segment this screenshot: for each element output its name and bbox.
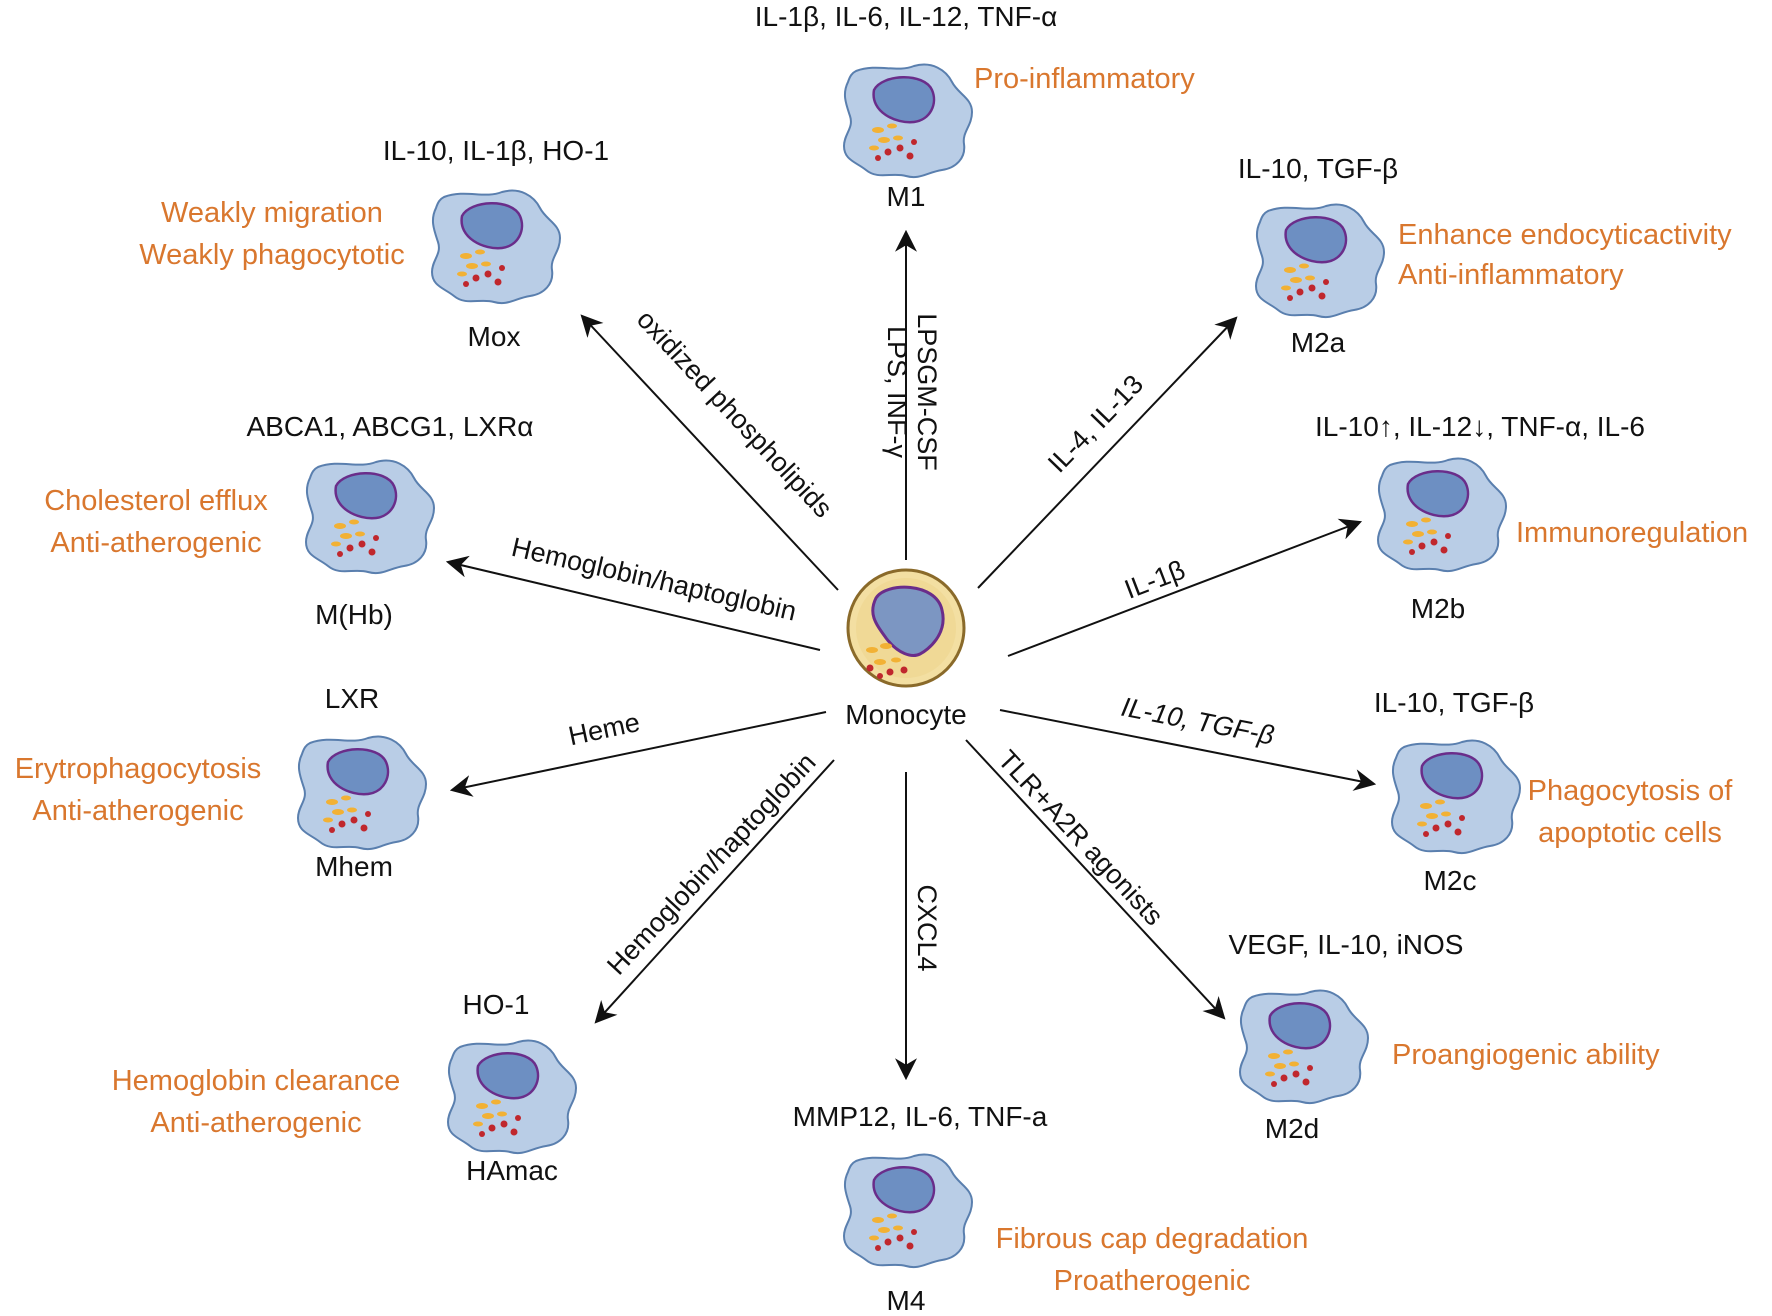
macrophage-m4: MMP12, IL-6, TNF-a Fibrous cap degradati… xyxy=(793,1101,1309,1316)
function-m2c-line1: Phagocytosis of xyxy=(1528,775,1734,807)
function-m2b-line1: Immunoregulation xyxy=(1516,517,1748,549)
monocyte-label: Monocyte xyxy=(845,699,966,730)
name-hamac: HAmac xyxy=(466,1155,558,1186)
function-m2a-line2: Anti-inflammatory xyxy=(1398,259,1624,291)
stimulus-mhb: Hemoglobin/haptoglobin xyxy=(509,532,800,627)
function-m2a-line1: Enhance endocyticactivity xyxy=(1398,219,1732,251)
markers-m2b: IL-10↑, IL-12↓, TNF-α, IL-6 xyxy=(1315,411,1645,442)
macrophage-mox: IL-10, IL-1β, HO-1 Weakly migration Weak… xyxy=(139,135,609,352)
name-m2d: M2d xyxy=(1265,1113,1319,1144)
markers-m1: IL-1β, IL-6, IL-12, TNF-α xyxy=(755,1,1058,32)
markers-mhem: LXR xyxy=(325,683,379,714)
function-hamac-line2: Anti-atherogenic xyxy=(150,1107,361,1139)
arrow-to-mhb xyxy=(445,555,821,651)
name-m2b: M2b xyxy=(1411,593,1465,624)
macrophage-m2c: IL-10, TGF-β Phagocytosis of apoptotic c… xyxy=(1374,687,1733,896)
cell-m2c xyxy=(1390,739,1522,855)
macrophage-mhem: LXR Erytrophagocytosis Anti-atherogenic … xyxy=(15,683,428,882)
arrow-to-m2d xyxy=(965,739,1226,1020)
function-m2d-line1: Proangiogenic ability xyxy=(1392,1039,1660,1071)
function-mhem-line1: Erytrophagocytosis xyxy=(15,753,262,785)
arrow-to-hamac xyxy=(594,759,835,1024)
stimulus-m4: CXCL4 xyxy=(912,884,942,971)
cell-hamac xyxy=(446,1039,578,1155)
stimulus-m2b: IL-1β xyxy=(1120,554,1189,604)
stimulus-m1-line2: LPS, INF-γ xyxy=(882,326,912,459)
markers-m2d: VEGF, IL-10, iNOS xyxy=(1229,929,1464,960)
function-mhem-line2: Anti-atherogenic xyxy=(32,795,243,827)
function-m4-line1: Fibrous cap degradation xyxy=(996,1223,1309,1255)
function-mhb-line1: Cholesterol efflux xyxy=(44,485,268,517)
name-m2a: M2a xyxy=(1291,327,1346,358)
arrow-to-mhem xyxy=(449,711,827,797)
cell-m1 xyxy=(842,63,974,179)
function-hamac-line1: Hemoglobin clearance xyxy=(112,1065,401,1097)
name-m4: M4 xyxy=(887,1285,926,1316)
stimulus-m2a: IL-4, IL-13 xyxy=(1042,369,1149,478)
cell-mhem xyxy=(296,735,428,851)
name-mox: Mox xyxy=(468,321,521,352)
stimulus-m2c: IL-10, TGF-β xyxy=(1119,692,1277,751)
arrow-to-m2a xyxy=(977,316,1238,589)
arrows xyxy=(445,229,1377,1081)
cell-m2d xyxy=(1238,989,1370,1105)
markers-m2c: IL-10, TGF-β xyxy=(1374,687,1534,718)
function-mox-line1: Weakly migration xyxy=(161,197,383,229)
name-mhb: M(Hb) xyxy=(315,599,393,630)
name-m1: M1 xyxy=(887,181,926,212)
arrow-to-mox xyxy=(580,314,839,591)
arrow-to-m2b xyxy=(1007,518,1363,657)
macrophage-m2b: IL-10↑, IL-12↓, TNF-α, IL-6 Immunoregula… xyxy=(1315,411,1748,624)
stimulus-hamac: Hemoglobin/haptoglobin xyxy=(601,747,822,980)
macrophage-m2d: VEGF, IL-10, iNOS Proangiogenic ability … xyxy=(1229,929,1661,1144)
markers-mhb: ABCA1, ABCG1, LXRα xyxy=(247,411,534,442)
function-m2c-line2: apoptotic cells xyxy=(1538,817,1722,849)
arrow-to-m2c xyxy=(999,709,1377,791)
stimulus-mhem: Heme xyxy=(566,707,643,751)
markers-m4: MMP12, IL-6, TNF-a xyxy=(793,1101,1048,1132)
macrophage-mhb: ABCA1, ABCG1, LXRα Cholesterol efflux An… xyxy=(44,411,533,630)
function-mhb-line2: Anti-atherogenic xyxy=(50,527,261,559)
stimulus-m1-line1: LPSGM-CSF xyxy=(912,313,942,471)
monocyte-cell xyxy=(846,568,966,688)
cell-m2b xyxy=(1376,457,1508,573)
macrophage-m1: IL-1β, IL-6, IL-12, TNF-α Pro-inflammato… xyxy=(755,1,1196,212)
macrophage-m2a: IL-10, TGF-β Enhance endocyticactivity A… xyxy=(1238,153,1732,358)
function-mox-line2: Weakly phagocytotic xyxy=(139,239,404,271)
macrophage-hamac: HO-1 Hemoglobin clearance Anti-atherogen… xyxy=(112,989,578,1186)
stimulus-m2d: TLR+A2R agonists xyxy=(992,744,1169,931)
cell-m4 xyxy=(842,1153,974,1269)
markers-hamac: HO-1 xyxy=(463,989,530,1020)
cell-m2a xyxy=(1254,203,1386,319)
cell-mox xyxy=(430,189,562,305)
function-m1-line1: Pro-inflammatory xyxy=(974,63,1195,95)
name-m2c: M2c xyxy=(1424,865,1477,896)
stimulus-mox: oxidized phospholipids xyxy=(631,304,838,523)
markers-mox: IL-10, IL-1β, HO-1 xyxy=(383,135,609,166)
name-mhem: Mhem xyxy=(315,851,393,882)
cell-mhb xyxy=(304,459,436,575)
function-m4-line2: Proatherogenic xyxy=(1054,1265,1251,1297)
markers-m2a: IL-10, TGF-β xyxy=(1238,153,1398,184)
